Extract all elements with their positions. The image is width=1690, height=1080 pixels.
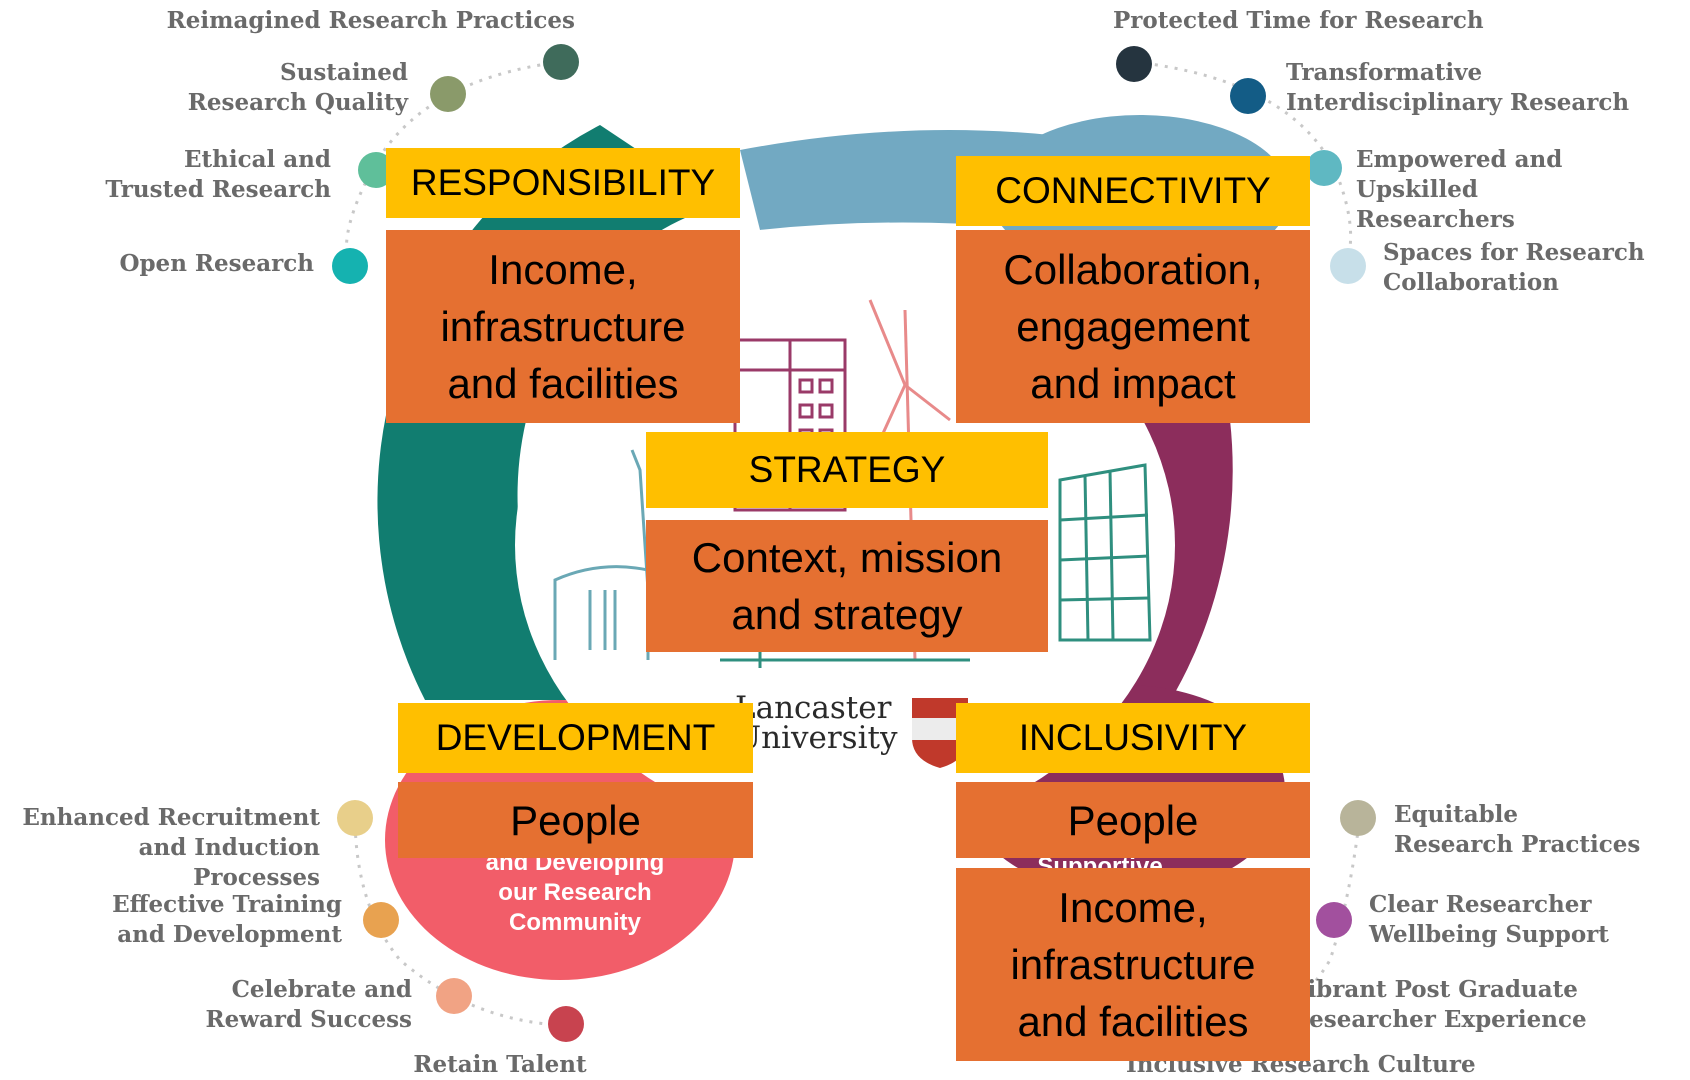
inclusivity-body-income: Income, infrastructure and facilities — [956, 868, 1310, 1061]
label-effective-training: Effective Training and Development — [112, 891, 342, 948]
label-spaces-collaboration: Spaces for Research Collaboration — [1383, 239, 1645, 296]
indicator-dot-spaces — [1330, 248, 1366, 284]
indicator-dot-sustained — [430, 76, 466, 112]
indicator-dot-transformative — [1230, 78, 1266, 114]
label-sustained-research-quality: Sustained Research Quality — [187, 59, 408, 116]
development-header: DEVELOPMENT — [398, 703, 753, 773]
label-open-research: Open Research — [119, 250, 314, 277]
university-crest — [912, 698, 968, 768]
university-logo-text: Lancaster University — [735, 690, 915, 756]
development-body: People — [398, 782, 753, 858]
indicator-dot-open — [332, 248, 368, 284]
label-wellbeing-support: Clear Researcher Wellbeing Support — [1369, 891, 1609, 948]
strategy-body: Context, mission and strategy — [646, 520, 1048, 652]
indicator-dot-retain — [548, 1006, 584, 1042]
label-protected-time: Protected Time for Research — [1113, 7, 1484, 34]
label-reimagined-research-practices: Reimagined Research Practices — [166, 7, 575, 34]
label-celebrate-reward: Celebrate and Reward Success — [205, 976, 412, 1033]
label-retain-talent: Retain Talent — [413, 1051, 587, 1078]
connector-arc-top-left — [344, 60, 561, 263]
logo-line-1: Lancaster — [735, 690, 892, 726]
logo-line-2: University — [735, 720, 898, 756]
development-quadrant-text: and Developing our Research Community — [485, 849, 665, 936]
responsibility-header: RESPONSIBILITY — [386, 148, 740, 218]
label-enhanced-recruitment: Enhanced Recruitment and Induction Proce… — [22, 804, 320, 891]
indicator-dot-celebrate — [436, 978, 472, 1014]
indicator-dot-reimagined — [543, 44, 579, 80]
label-equitable-practices: Equitable Research Practices — [1394, 801, 1641, 858]
indicator-dot-wellbeing — [1316, 902, 1352, 938]
indicator-dot-protected — [1116, 46, 1152, 82]
connectivity-header: CONNECTIVITY — [956, 156, 1310, 226]
responsibility-body: Income, infrastructure and facilities — [386, 230, 740, 423]
label-transformative-research: Transformative Interdisciplinary Researc… — [1286, 59, 1630, 116]
indicator-dot-empowered — [1306, 150, 1342, 186]
label-empowered-researchers: Empowered and Upskilled Researchers — [1356, 146, 1563, 233]
label-ethical-trusted-research: Ethical and Trusted Research — [105, 146, 331, 203]
inclusivity-body-people: People — [956, 782, 1310, 858]
indicator-dot-equitable — [1340, 800, 1376, 836]
strategy-header: STRATEGY — [646, 432, 1048, 508]
label-vibrant-pgr-experience: Vibrant Post Graduate Researcher Experie… — [1290, 976, 1587, 1033]
connectivity-body: Collaboration, engagement and impact — [956, 230, 1310, 423]
indicator-dot-recruitment — [337, 800, 373, 836]
inclusivity-header: INCLUSIVITY — [956, 703, 1310, 773]
indicator-dot-training — [363, 902, 399, 938]
